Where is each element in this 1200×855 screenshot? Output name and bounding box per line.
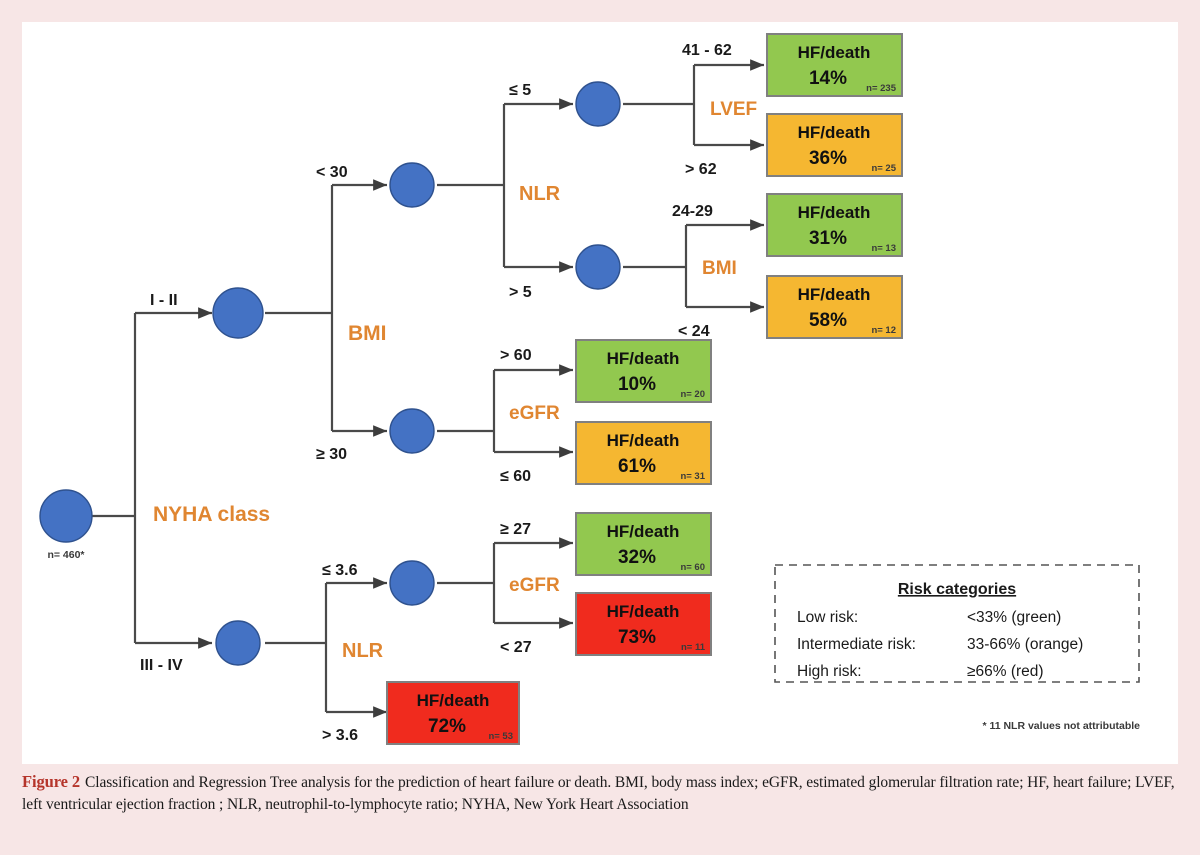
leaf-n: n= 60 (680, 562, 705, 573)
leaf-egfr-ge27[interactable]: HF/death 32% n= 60 (575, 512, 712, 576)
edge-label-nyha-right: III - IV (140, 657, 183, 674)
branch-lvef (623, 59, 765, 151)
edge-label-egfr-ge27: ≥ 27 (500, 521, 531, 538)
branch-root-nyha (92, 307, 213, 649)
legend-row-low-label: Low risk: (797, 609, 858, 626)
edge-label-lvef-41-62: 41 - 62 (682, 42, 732, 59)
branch-bmi-top (265, 179, 388, 437)
edge-label-nlr-le36: ≤ 3.6 (322, 562, 358, 579)
leaf-percent: 36% (809, 148, 847, 169)
leaf-percent: 14% (809, 68, 847, 89)
split-label-nlr-top: NLR (519, 183, 561, 205)
edge-label-egfr-lt27: < 27 (500, 639, 532, 656)
leaf-title: HF/death (417, 691, 490, 710)
leaf-lvef-41-62[interactable]: HF/death 14% n= 235 (766, 33, 903, 97)
leaf-egfr-le60[interactable]: HF/death 61% n= 31 (575, 421, 712, 485)
edge-label-nyha-left: I - II (150, 292, 178, 309)
leaf-percent: 72% (428, 716, 466, 737)
leaf-title: HF/death (798, 203, 871, 222)
legend-row-high-label: High risk: (797, 663, 862, 680)
figure-label: Figure 2 (22, 772, 81, 791)
edge-label-bmi-lt24: < 24 (678, 323, 710, 340)
node-nyha-I-II[interactable] (212, 287, 264, 339)
branch-egfr-upper (437, 364, 574, 458)
leaf-lvef-gt62[interactable]: HF/death 36% n= 25 (766, 113, 903, 177)
edge-label-nlr-gt5: > 5 (509, 284, 532, 301)
figure-caption-text: Classification and Regression Tree analy… (22, 774, 1175, 814)
edge-label-lvef-gt62: > 62 (685, 161, 717, 178)
branch-nlr-bottom (265, 577, 388, 718)
node-root[interactable] (39, 489, 93, 543)
node-bmi-lt30[interactable] (389, 162, 435, 208)
leaf-title: HF/death (798, 123, 871, 142)
legend-title: Risk categories (898, 581, 1016, 598)
leaf-title: HF/death (607, 522, 680, 541)
leaf-percent: 58% (809, 310, 847, 331)
leaf-percent: 31% (809, 228, 847, 249)
node-nlr-le36[interactable] (389, 560, 435, 606)
node-nlr-gt5[interactable] (575, 244, 621, 290)
leaf-bmi-24-29[interactable]: HF/death 31% n= 13 (766, 193, 903, 257)
risk-categories-legend: Risk categories Low risk: <33% (green) I… (774, 564, 1140, 683)
split-label-nyha: NYHA class (153, 503, 270, 526)
leaf-egfr-lt27[interactable]: HF/death 73% n= 11 (575, 592, 712, 656)
edge-label-bmi-lt30: < 30 (316, 164, 348, 181)
leaf-percent: 73% (618, 627, 656, 648)
leaf-nlr-gt36[interactable]: HF/death 72% n= 53 (386, 681, 520, 745)
edge-label-egfr-gt60: > 60 (500, 347, 532, 364)
branch-bmi-mid (623, 219, 765, 313)
leaf-percent: 61% (618, 456, 656, 477)
node-nyha-III-IV[interactable] (215, 620, 261, 666)
footnote: * 11 NLR values not attributable (982, 720, 1140, 732)
leaf-title: HF/death (607, 431, 680, 450)
leaf-n: n= 235 (866, 83, 897, 94)
edge-label-bmi-ge30: ≥ 30 (316, 446, 347, 463)
node-nlr-le5[interactable] (575, 81, 621, 127)
legend-row-intermediate-value: 33-66% (orange) (967, 636, 1083, 653)
leaf-egfr-gt60[interactable]: HF/death 10% n= 20 (575, 339, 712, 403)
leaf-n: n= 13 (871, 243, 896, 254)
legend-row-intermediate-label: Intermediate risk: (797, 636, 916, 653)
split-label-lvef: LVEF (710, 99, 757, 120)
split-label-bmi-top: BMI (348, 322, 387, 345)
leaf-n: n= 12 (871, 325, 896, 336)
decision-tree-svg: n= 460* NYHA class BMI NLR LVEF BMI eGFR… (39, 33, 1140, 745)
root-n-label: n= 460* (47, 549, 85, 561)
leaf-title: HF/death (798, 285, 871, 304)
edge-label-bmi-24-29: 24-29 (672, 203, 713, 220)
leaf-n: n= 25 (871, 163, 896, 174)
leaf-bmi-lt24[interactable]: HF/death 58% n= 12 (766, 275, 903, 339)
edge-label-nlr-le5: ≤ 5 (509, 82, 531, 99)
split-label-bmi-mid: BMI (702, 258, 737, 279)
figure-canvas: n= 460* NYHA class BMI NLR LVEF BMI eGFR… (22, 22, 1178, 764)
branch-nlr-top (437, 98, 574, 273)
leaf-title: HF/death (607, 602, 680, 621)
split-label-egfr-upper: eGFR (509, 403, 560, 424)
legend-row-high-value: ≥66% (red) (967, 663, 1044, 680)
leaf-title: HF/death (798, 43, 871, 62)
split-label-egfr-lower: eGFR (509, 575, 560, 596)
leaf-n: n= 53 (488, 731, 513, 742)
leaf-title: HF/death (607, 349, 680, 368)
leaf-n: n= 20 (680, 389, 705, 400)
leaf-n: n= 31 (680, 471, 705, 482)
node-bmi-ge30[interactable] (389, 408, 435, 454)
leaf-percent: 32% (618, 547, 656, 568)
legend-row-low-value: <33% (green) (967, 609, 1061, 626)
split-label-nlr-bottom: NLR (342, 640, 384, 662)
edge-label-egfr-le60: ≤ 60 (500, 468, 531, 485)
leaf-n: n= 11 (681, 642, 706, 653)
edge-label-nlr-gt36: > 3.6 (322, 727, 358, 744)
leaf-percent: 10% (618, 374, 656, 395)
branch-egfr-lower (437, 537, 574, 629)
